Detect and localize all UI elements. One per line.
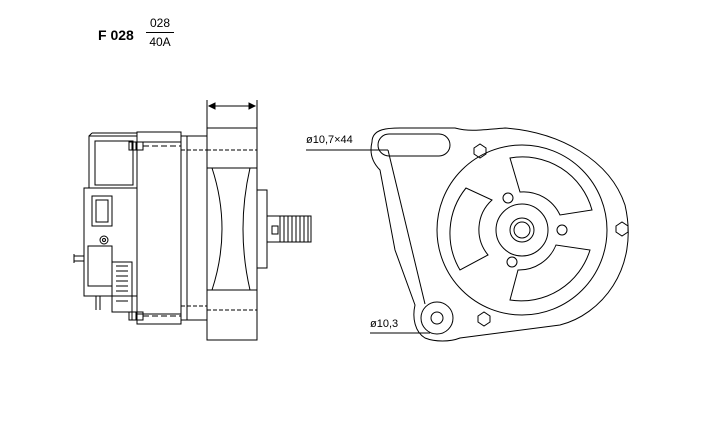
front-view [306, 127, 629, 342]
stator-housing [128, 131, 208, 325]
slot-dimension-label: ø10,7×44 [306, 134, 353, 146]
pulley-width-dimension [206, 100, 258, 128]
variant-number: 028 [149, 16, 171, 30]
model-rating-fraction: 028 40A [146, 16, 174, 49]
mounting-bracket-outline [370, 127, 629, 342]
shaft [256, 189, 312, 269]
hex-bolt-icon [477, 311, 491, 327]
fraction-bar [146, 32, 174, 33]
model-code: F 028 [98, 27, 134, 43]
hex-bolt-icon [473, 143, 487, 159]
hex-bolt-icon [615, 221, 629, 237]
amperage-label: 40A [149, 35, 171, 49]
mounting-hole [420, 301, 454, 335]
hole-dimension-label: ø10,3 [370, 318, 399, 330]
pulley [206, 127, 258, 341]
mounting-slot [377, 133, 451, 157]
side-view [73, 100, 312, 341]
rear-housing [73, 132, 138, 313]
